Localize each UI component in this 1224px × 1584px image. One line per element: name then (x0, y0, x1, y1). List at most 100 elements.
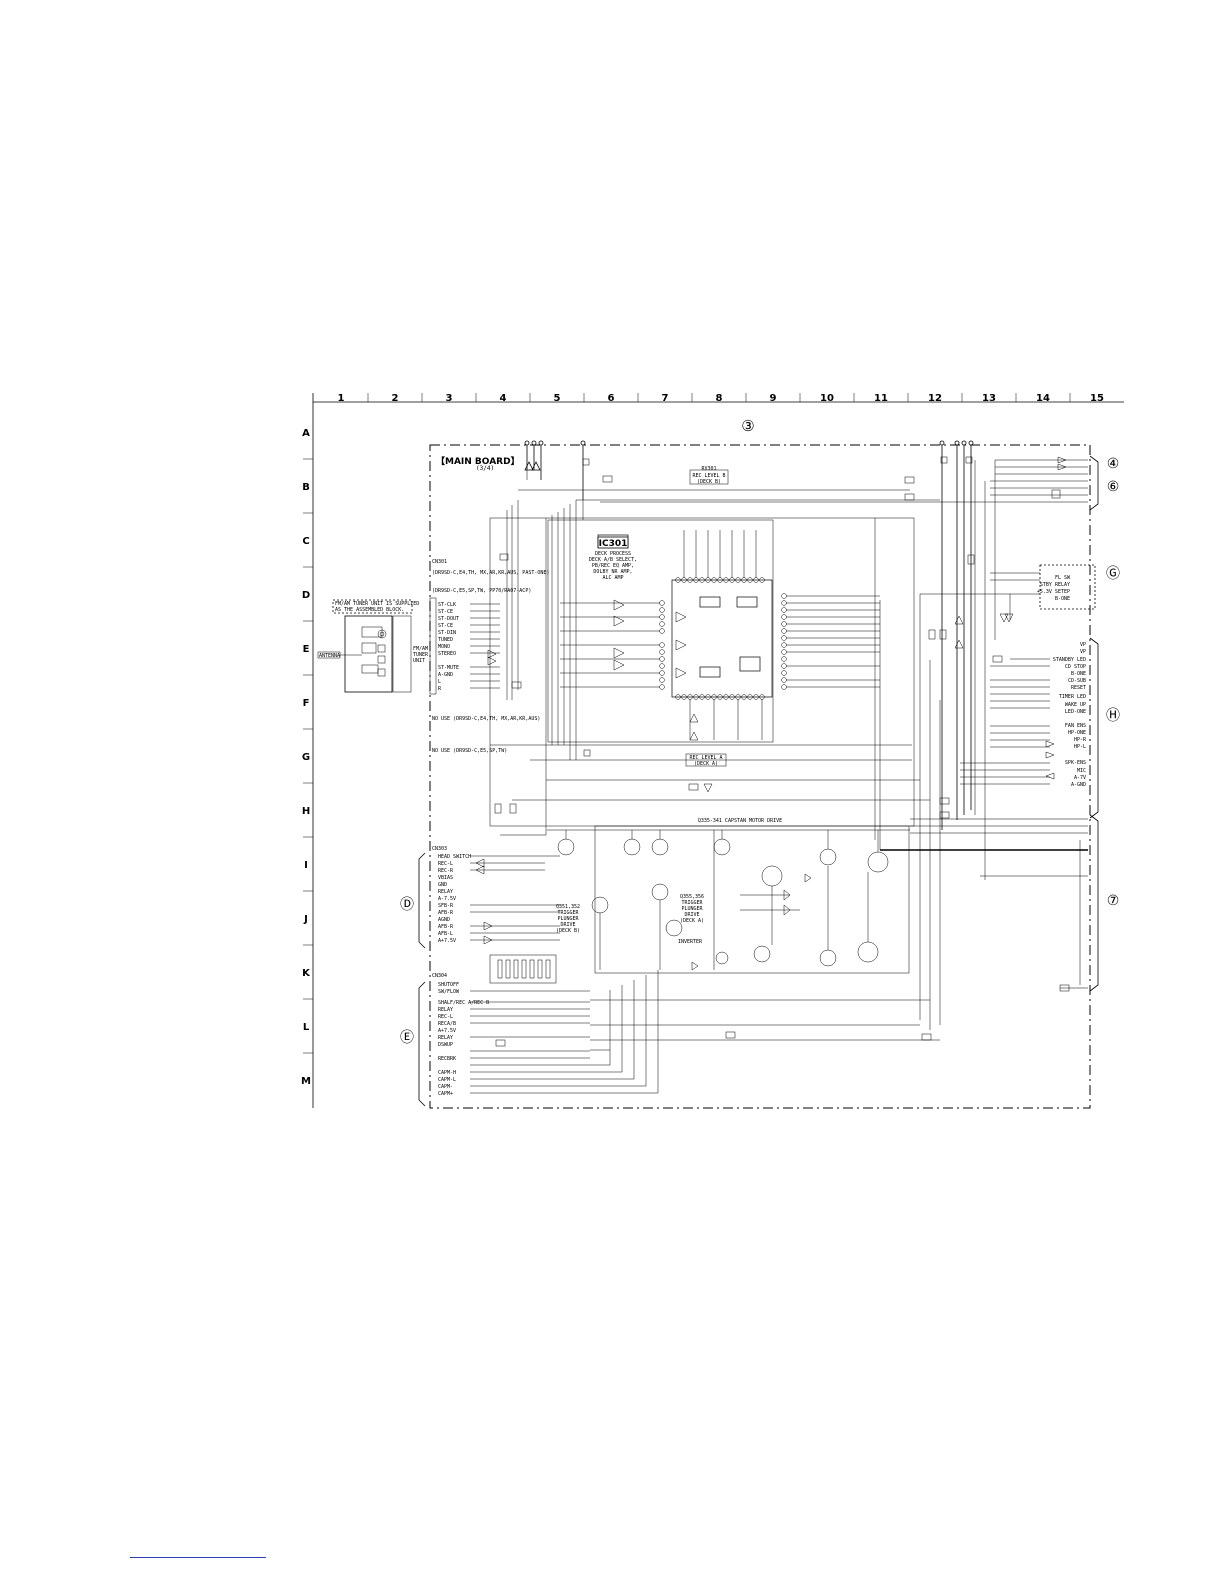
ic301-desc: DECK PROCESS (595, 551, 631, 557)
pin-label: AFB-R (438, 924, 454, 930)
rec-level-a-label: REC LEVEL A (689, 755, 722, 761)
ic301-pins-left (659, 600, 665, 690)
pin-label: STEREO (438, 651, 456, 657)
pin-label: SW/FLOW (438, 989, 460, 995)
board-title: 【MAIN BOARD】 (436, 456, 520, 467)
tuner-unit-label: UNIT (413, 658, 425, 664)
pin-label: FAN ENS (1065, 723, 1086, 729)
trigger-a-label: PLUNGER (681, 906, 703, 912)
pin-label: HP-R (1074, 737, 1087, 743)
pin-label: HP-ONE (1068, 730, 1086, 736)
row-label: H (302, 806, 310, 817)
col-label: 9 (770, 393, 777, 404)
antenna-label: ANTENNA (319, 653, 340, 659)
col-label: 12 (928, 393, 942, 404)
pin-label: GND (438, 882, 447, 888)
ic301-desc: ALC AMP (602, 575, 623, 581)
rec-level-a: REC LEVEL A (DECK A) (685, 753, 727, 767)
tuner-note: FM/AM TUNER UNIT IS SUPPLIED (335, 601, 419, 607)
row-label: A (302, 428, 310, 439)
rv301-label: REC LEVEL B (692, 473, 725, 479)
connector-ref-D: Ⓓ (400, 897, 414, 913)
col-label: 4 (500, 393, 507, 404)
footer-link-underline (130, 1557, 266, 1558)
main-board-boundary (429, 444, 1091, 1109)
row-label: F (303, 698, 310, 709)
ref-boxes (494, 456, 1070, 1047)
pin-label: CD STOP (1065, 664, 1086, 670)
pin-label: MIC (1077, 768, 1086, 774)
ic301-pins-bottom (675, 694, 765, 700)
row-label: C (302, 536, 309, 547)
pin-label: A-7V (1074, 775, 1086, 781)
row-label: I (304, 860, 308, 871)
grid-frame (303, 393, 1124, 1108)
row-label: J (303, 914, 308, 925)
pin-label: VP (1080, 649, 1086, 655)
rv301-label: RV301 (701, 466, 716, 472)
variant-note: NO USE (DR9SD-C,E5,SP,TW) (432, 748, 507, 754)
trigger-b-label: TRIGGER (557, 910, 579, 916)
pin-label: REC-R (438, 868, 454, 874)
pin-label: STBY RELAY (1040, 582, 1070, 588)
trigger-b-label: DRIVE (560, 922, 575, 928)
trigger-a-label: DRIVE (684, 912, 699, 918)
pin-label: VP (1080, 642, 1086, 648)
pin-label: ST-CLK (438, 602, 456, 608)
pin-label: SHUTOFF (438, 982, 459, 988)
ic301-name: IC301 (599, 539, 628, 549)
col-label: 1 (338, 393, 345, 404)
pin-label: RECBRK (438, 1056, 456, 1062)
col-label: 3 (446, 393, 453, 404)
board-sheet: (3/4) (476, 465, 494, 472)
top-connector-pins (524, 440, 974, 830)
flow-arrows (689, 613, 1014, 793)
pin-label: RESET (1071, 685, 1086, 691)
row-label: E (303, 644, 310, 655)
rec-level-a-label: (DECK A) (694, 761, 718, 767)
col-label: 10 (820, 393, 834, 404)
connector-ref-3: ③ (741, 417, 754, 435)
col-label: 8 (716, 393, 723, 404)
trigger-a-label: Q355,356 (680, 894, 704, 900)
pin-label: CAPM-H (438, 1070, 456, 1076)
connector-ref-E: Ⓔ (400, 1030, 414, 1046)
pin-label: TIMER LED (1059, 694, 1086, 700)
resistor-bank (489, 954, 557, 984)
pin-label: RECA/B (438, 1021, 456, 1027)
pin-label: SHALF/REC A/REC B (438, 1000, 489, 1006)
ic301-area (489, 517, 915, 827)
col-label: 5 (554, 393, 561, 404)
tuner-unit-label: TUNER (413, 652, 429, 658)
col-label: 15 (1090, 393, 1104, 404)
deck-connector-D: CN303 HEAD SWITCH REC-L REC-R VBIAS GND … (418, 846, 560, 949)
pin-label: SFB-R (438, 903, 454, 909)
cn303-label: CN303 (432, 846, 447, 852)
row-label: B (302, 482, 310, 493)
row-labels: A B C D E F G H I J K L M (301, 428, 311, 1087)
col-label: 2 (392, 393, 399, 404)
connector-ref-6: ⑥ (1107, 479, 1120, 495)
variant-notes: CN301 (DR9SD-C,E4,TH, MX,AR,KR,AUS, PAST… (432, 559, 549, 754)
ic301-desc: DECK A/B SELECT, (589, 557, 637, 563)
col-label: 6 (608, 393, 615, 404)
connector-ref-G: Ⓖ (1106, 566, 1120, 582)
right-connectors: FL SW STBY RELAY +5.3V SETEP B-ONE VP VP… (600, 455, 1099, 992)
pin-label: CAPM+ (438, 1091, 453, 1097)
pin-label: L (438, 679, 441, 685)
pin-label: ST-DOUT (438, 616, 459, 622)
pin-label: ST-CE (438, 623, 453, 629)
pin-label: CD-SUB (1068, 678, 1086, 684)
pin-label: R (438, 686, 442, 692)
pin-label: FL SW (1055, 575, 1071, 581)
row-label: K (302, 968, 311, 979)
col-label: 13 (982, 393, 996, 404)
column-labels: 1 2 3 4 5 6 7 8 9 10 11 12 13 14 15 (338, 393, 1104, 404)
pin-label: CAPM- (438, 1084, 453, 1090)
pin-label: RELAY (438, 1007, 453, 1013)
connector-ref-7: ⑦ (1107, 893, 1120, 909)
trigger-b-label: Q351,352 (556, 904, 580, 910)
tuner-unit-label: FM/AM (413, 646, 428, 652)
col-label: 7 (662, 393, 669, 404)
